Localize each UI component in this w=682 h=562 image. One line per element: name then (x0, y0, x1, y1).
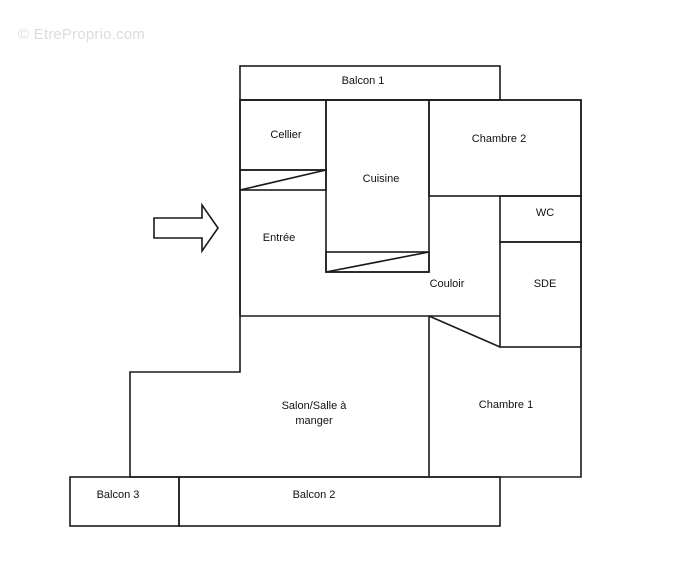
arrow-right-icon (153, 202, 219, 254)
label-salon-line1: Salon/Salle à (282, 400, 348, 412)
label-chambre2: Chambre 2 (472, 133, 526, 145)
wc-room (499, 195, 582, 243)
label-entree: Entrée (263, 232, 295, 244)
couloir-chambre1-wall (428, 315, 501, 348)
label-cuisine: Cuisine (363, 173, 400, 185)
label-sde: SDE (534, 278, 557, 290)
cellier-closet-diagonal (239, 169, 327, 191)
balcon2-room (178, 476, 501, 527)
label-chambre1: Chambre 1 (479, 399, 533, 411)
label-wc: WC (536, 207, 554, 219)
chambre2-room (428, 99, 582, 197)
sde-room (499, 241, 582, 348)
cuisine-counter-diagonal (325, 251, 430, 273)
cellier-closet (239, 169, 327, 191)
label-balcon1: Balcon 1 (342, 75, 385, 87)
cuisine-room (325, 99, 430, 273)
label-couloir: Couloir (430, 278, 465, 290)
balcon3-room (69, 476, 180, 527)
label-balcon2: Balcon 2 (293, 489, 336, 501)
watermark: © EtreProprio.com (18, 26, 145, 43)
label-salon-line2: manger (295, 415, 333, 427)
apartment-outline (129, 99, 582, 478)
label-balcon3: Balcon 3 (97, 489, 140, 501)
label-cellier: Cellier (270, 129, 302, 141)
cuisine-counter (325, 251, 430, 273)
